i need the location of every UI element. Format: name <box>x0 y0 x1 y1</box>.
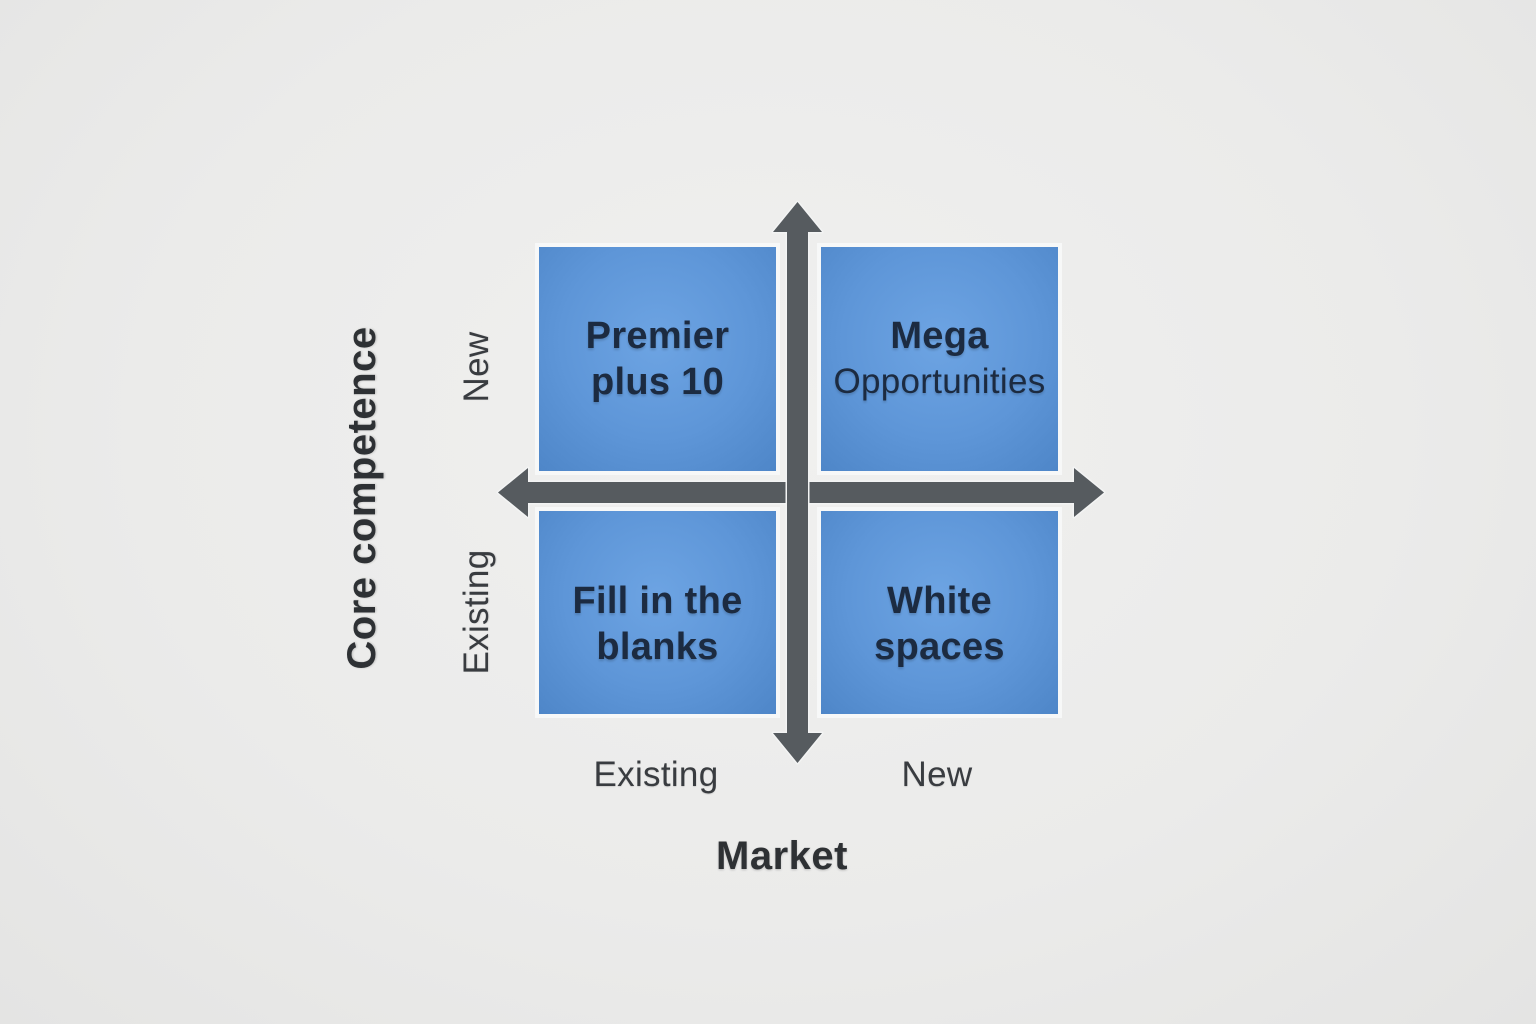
quadrant-fill-in-the-blanks: Fill in the blanks <box>535 507 780 718</box>
quadrant-label-line2: Opportunities <box>833 362 1046 401</box>
quadrant-label-line1: Fill in the <box>572 579 743 622</box>
quadrant-mega-opportunities: Mega Opportunities <box>817 243 1062 475</box>
quadrant-label: Fill in the blanks <box>572 578 742 670</box>
core-competence-axis-arrow <box>771 200 824 765</box>
quadrant-label-line1: Premier <box>585 315 730 357</box>
quadrant-label-line2: plus 10 <box>590 361 725 403</box>
quadrant-label: Premier plus 10 <box>586 313 730 405</box>
x-axis-tick-new: New <box>901 755 973 794</box>
y-axis-tick-existing: Existing <box>457 549 496 675</box>
quadrant-label-line2: blanks <box>596 625 719 668</box>
quadrant-label: White spaces <box>874 578 1005 670</box>
quadrant-label-line2: spaces <box>874 625 1005 668</box>
y-axis-tick-new: New <box>457 331 496 403</box>
quadrant-white-spaces: White spaces <box>817 507 1062 718</box>
quadrant-premier-plus-10: Premier plus 10 <box>535 243 780 475</box>
quadrant-label-line1: Mega <box>890 315 989 357</box>
y-axis-title: Core competence <box>339 326 384 670</box>
x-axis-tick-existing: Existing <box>593 755 719 794</box>
quadrant-label-line1: White <box>887 579 992 622</box>
quadrant-label: Mega Opportunities <box>833 313 1045 405</box>
x-axis-title: Market <box>716 833 848 878</box>
